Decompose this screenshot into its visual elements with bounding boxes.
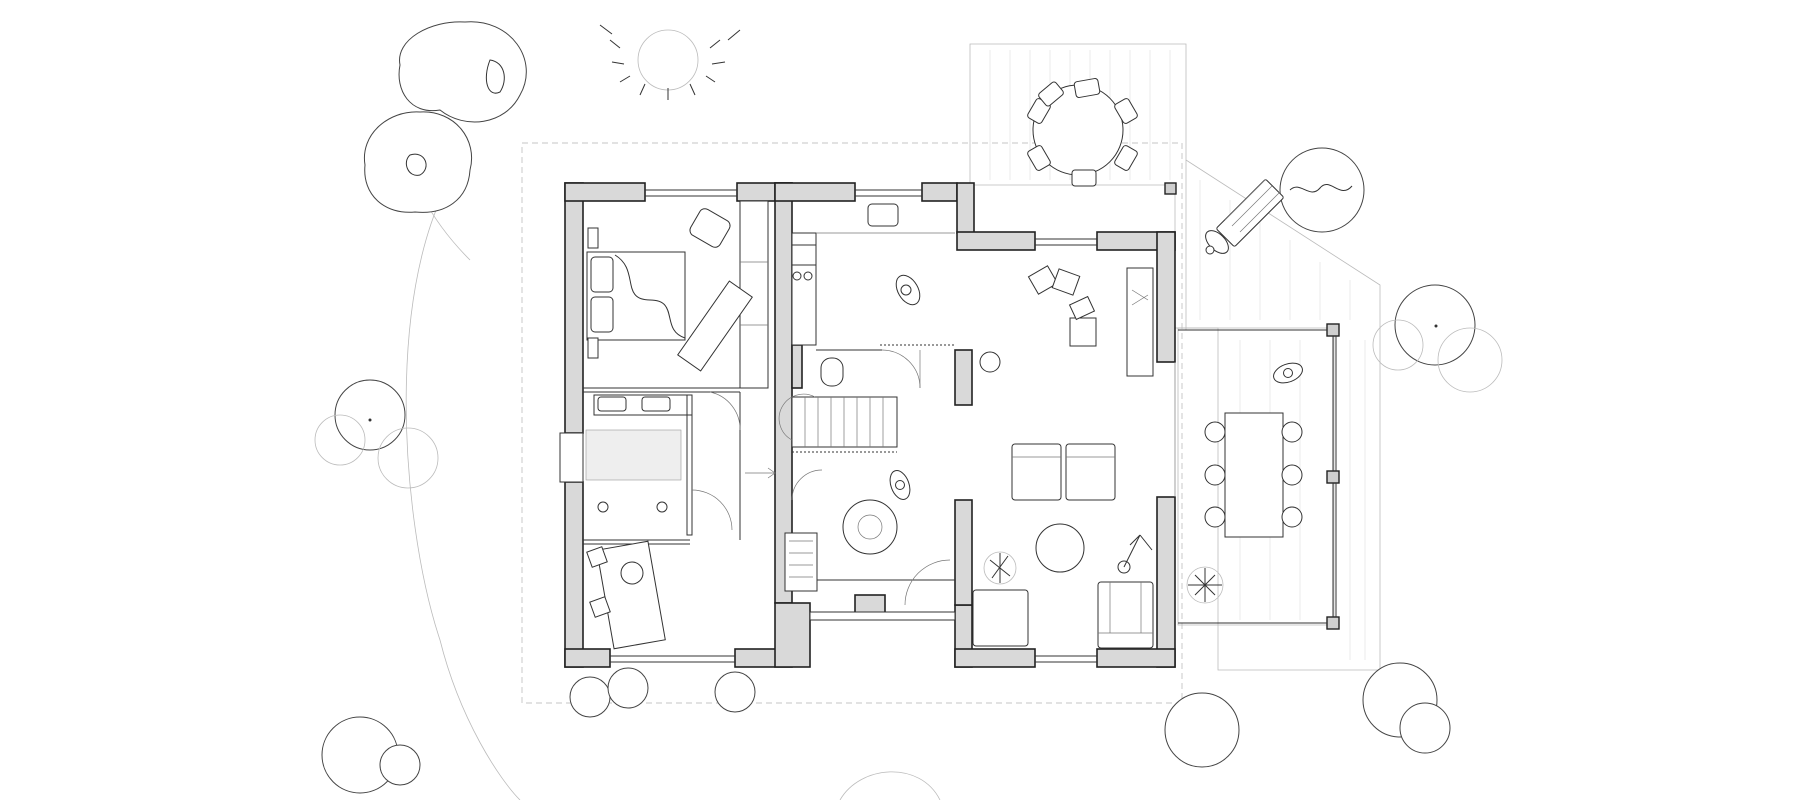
corridor-arrow: [745, 467, 776, 479]
west-door-opening: [559, 432, 584, 483]
interior: [559, 189, 1303, 663]
outdoor-dining-table: [1204, 412, 1303, 538]
coffee-table-round: [1035, 523, 1085, 573]
wc-door-swing: [881, 349, 921, 389]
wc-toilet: [820, 357, 844, 387]
tree-2: [363, 111, 472, 213]
potted-plant-living: [983, 551, 1017, 585]
wall-south-5: [954, 648, 1036, 668]
wall-east-lower: [1156, 496, 1176, 668]
tree-round-pot: [1279, 147, 1365, 233]
wall-south-1: [564, 648, 611, 668]
kitchen-sink: [867, 203, 899, 227]
bathroom-sink-1: [597, 501, 609, 513]
door-swing-bedroom: [709, 391, 741, 431]
study-desk: [586, 540, 666, 650]
entry-round-rug: [842, 499, 898, 555]
kitchen-hob-1: [792, 271, 802, 281]
entry-door-swing-2: [791, 469, 823, 501]
nightstand-2: [587, 337, 599, 359]
wall-partition-south-door: [854, 594, 886, 614]
nightstand-1: [587, 227, 599, 249]
shower-tiles: [585, 429, 682, 481]
armchair-bedroom: [689, 208, 731, 248]
tv-sideboard: [1126, 267, 1154, 377]
kitchen-hob-2: [803, 271, 813, 281]
tree-1: [398, 21, 527, 123]
armchair-living-1: [972, 589, 1029, 647]
person-kitchen: [895, 274, 921, 306]
person-terrace: [1273, 362, 1303, 384]
front-step: [809, 611, 956, 621]
reading-lamp: [1117, 534, 1153, 574]
bathroom-partition-door: [686, 394, 693, 536]
site-boundary-dashed: [521, 142, 1183, 704]
outdoor-furniture: [1027, 78, 1340, 630]
person-lounger: [1205, 230, 1229, 255]
tree-4: [1372, 284, 1503, 393]
person-entry: [889, 470, 911, 500]
pergola-posts: [1164, 182, 1340, 630]
floor-lamp: [979, 351, 1001, 373]
wall-partition-hall: [954, 349, 973, 406]
wall-north-7: [956, 231, 1036, 251]
entry-door-swing: [904, 559, 951, 606]
wall-north-4: [774, 182, 856, 202]
wall-south-3: [774, 602, 811, 668]
wall-partition-hall-2: [954, 499, 973, 606]
staircase: [791, 396, 898, 448]
bathroom-sink-2: [656, 501, 668, 513]
wall-north-5: [921, 182, 958, 202]
wall-partition-wc: [791, 344, 803, 389]
armchair-living-2: [1097, 581, 1154, 649]
trees: [314, 21, 1503, 800]
wall-west-lower: [564, 481, 584, 668]
shrub-sun-1: [599, 24, 741, 100]
round-dining-table: [1027, 78, 1138, 187]
wall-south-6: [1096, 648, 1176, 668]
wall-north-1: [564, 182, 646, 202]
potted-plant-terrace: [1186, 566, 1224, 604]
double-bed: [586, 251, 686, 341]
garden-path-curve: [405, 149, 521, 800]
kitchen-oven: [791, 244, 817, 266]
wall-east-upper: [1156, 231, 1176, 363]
tree-3: [314, 379, 439, 489]
entry-shoe-bench: [784, 532, 818, 592]
shrub-small-south: [321, 662, 1451, 800]
north-terrace-deck: [969, 43, 1381, 671]
wall-north-6: [956, 182, 975, 234]
floor-cushions: [1027, 265, 1097, 347]
wall-west-upper: [564, 182, 584, 434]
sofa-pair: [1011, 443, 1116, 501]
door-swing-bath: [691, 489, 733, 531]
sun-lounger: [1216, 179, 1284, 247]
building-walls: [564, 182, 1176, 668]
daybed-bedroom: [677, 280, 753, 372]
